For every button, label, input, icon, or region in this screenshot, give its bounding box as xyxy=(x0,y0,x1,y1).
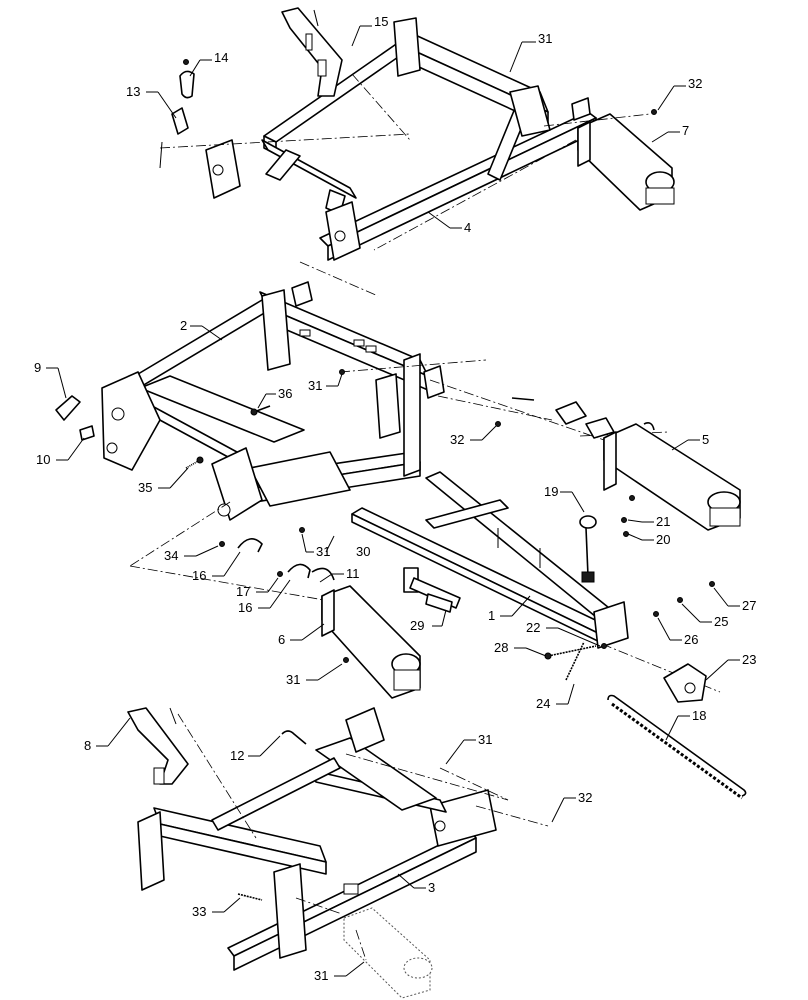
frame-part-4 xyxy=(205,17,597,261)
assembly-lines-top xyxy=(159,73,651,297)
drawbar-part-1 xyxy=(351,471,629,649)
callout-16: 16 xyxy=(192,568,206,583)
clip-parts-11-16-17 xyxy=(219,527,335,581)
tube-part-7 xyxy=(577,113,675,211)
tube-part-6 xyxy=(321,585,421,699)
callout-32: 32 xyxy=(450,432,464,447)
callout-31: 31 xyxy=(316,544,330,559)
clevis-part-23 xyxy=(663,663,707,703)
callout-labels: 15 31 14 13 32 7 4 2 9 31 36 10 32 5 35 … xyxy=(34,14,756,983)
callout-36: 36 xyxy=(278,386,292,401)
callout-18: 18 xyxy=(692,708,706,723)
callout-27: 27 xyxy=(742,598,756,613)
callout-35: 35 xyxy=(138,480,152,495)
callout-15: 15 xyxy=(374,14,388,29)
callout-19: 19 xyxy=(544,484,558,499)
callout-20: 20 xyxy=(656,532,670,547)
callout-1: 1 xyxy=(488,608,495,623)
callout-29: 29 xyxy=(410,618,424,633)
callout-23: 23 xyxy=(742,652,756,667)
bolt-parts-22-24-28 xyxy=(544,641,607,681)
callout-14: 14 xyxy=(214,50,228,65)
callout-21: 21 xyxy=(656,514,670,529)
callout-6: 6 xyxy=(278,632,285,647)
clip-part-12 xyxy=(281,730,307,745)
callout-32: 32 xyxy=(578,790,592,805)
bracket-part-8 xyxy=(127,707,189,785)
tube-part-5 xyxy=(603,423,741,531)
callout-31: 31 xyxy=(478,732,492,747)
callout-9: 9 xyxy=(34,360,41,375)
callout-3: 3 xyxy=(428,880,435,895)
callout-16: 16 xyxy=(238,600,252,615)
chain-part-18 xyxy=(607,694,747,800)
assembly-lines-middle xyxy=(129,359,721,693)
frame-part-2 xyxy=(101,281,445,521)
callout-12: 12 xyxy=(230,748,244,763)
callout-10: 10 xyxy=(36,452,50,467)
bolt-part-33 xyxy=(237,893,263,901)
callout-30: 30 xyxy=(356,544,370,559)
callout-28: 28 xyxy=(494,640,508,655)
jack-part-29 xyxy=(403,567,461,613)
bolt-parts-35-36 xyxy=(185,405,271,469)
callout-26: 26 xyxy=(684,632,698,647)
callout-11: 11 xyxy=(346,566,360,581)
callout-34: 34 xyxy=(164,548,178,563)
callout-leaders xyxy=(46,25,740,977)
callout-2: 2 xyxy=(180,318,187,333)
hardware-small xyxy=(339,109,715,663)
callout-17: 17 xyxy=(236,584,250,599)
callout-5: 5 xyxy=(702,432,709,447)
frame-part-3 xyxy=(137,707,497,971)
callout-7: 7 xyxy=(682,123,689,138)
phantom-tube xyxy=(343,907,433,999)
bracket-part-15 xyxy=(281,7,343,97)
plate-parts-9-10 xyxy=(55,395,95,441)
assembly-lines-bottom xyxy=(177,713,549,961)
clip-parts-13-14 xyxy=(159,59,195,169)
callout-24: 24 xyxy=(536,696,550,711)
callout-22: 22 xyxy=(526,620,540,635)
callout-33: 33 xyxy=(192,904,206,919)
callout-4: 4 xyxy=(464,220,471,235)
pin-part-19 xyxy=(579,515,597,583)
callout-31: 31 xyxy=(538,31,552,46)
callout-25: 25 xyxy=(714,614,728,629)
callout-31: 31 xyxy=(286,672,300,687)
hitch-pins xyxy=(511,397,655,439)
callout-32: 32 xyxy=(688,76,702,91)
callout-13: 13 xyxy=(126,84,140,99)
callout-8: 8 xyxy=(84,738,91,753)
callout-31: 31 xyxy=(314,968,328,983)
callout-31: 31 xyxy=(308,378,322,393)
